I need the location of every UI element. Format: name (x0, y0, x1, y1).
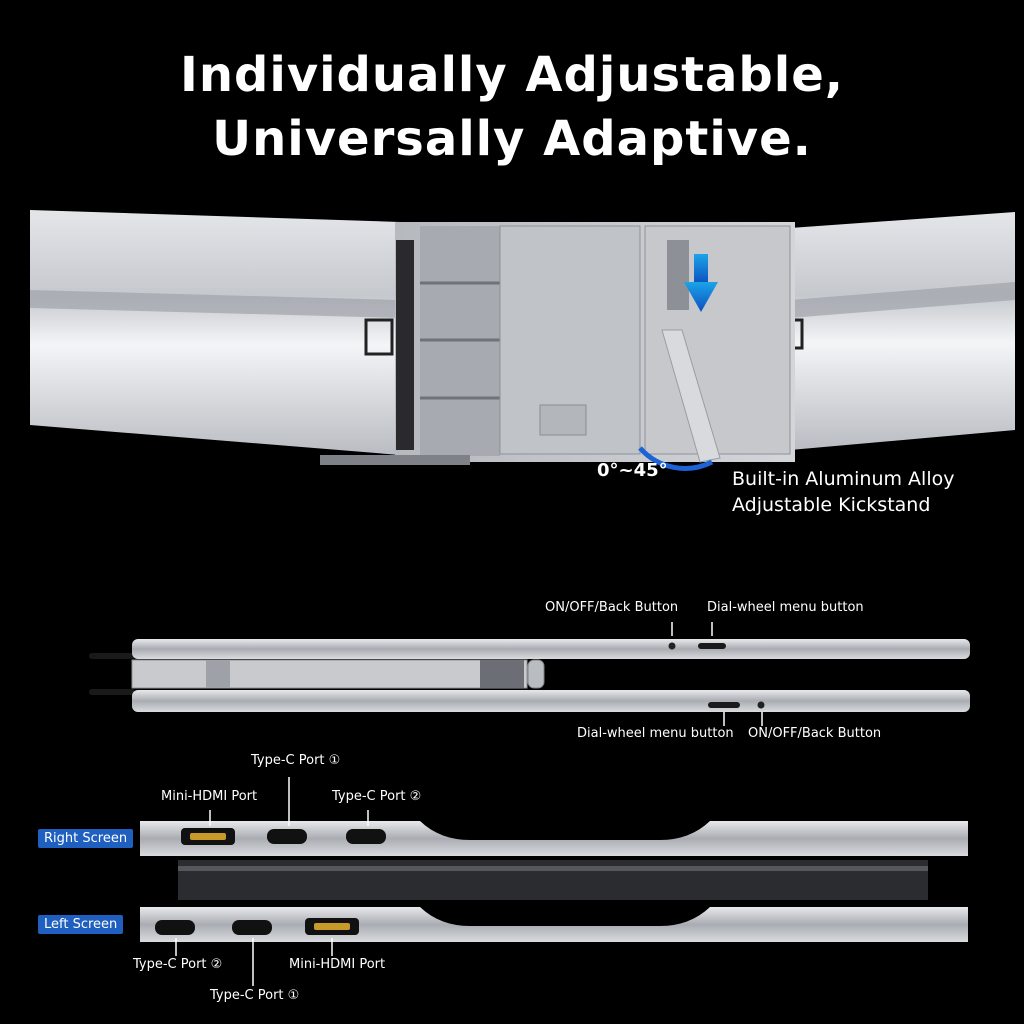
folded-stand-highlight (178, 866, 928, 871)
left-typec1-label: Type-C Port ① (210, 988, 300, 1003)
left-typec2-label: Type-C Port ② (133, 957, 223, 972)
right-typec1-label: Type-C Port ① (251, 753, 341, 768)
bottom-dial-wheel-label: Dial-wheel menu button (577, 726, 734, 741)
kickstand (638, 329, 721, 471)
down-arrow-icon (684, 254, 718, 312)
center-screen-back (320, 222, 795, 465)
kickstand-label-line-2: Adjustable Kickstand (732, 494, 931, 516)
right-screen-back (786, 212, 1015, 450)
kickstand-angle-label: 0°~45° (597, 460, 668, 481)
headline-line-1: Individually Adjustable, (179, 47, 845, 103)
right-screen-tag: Right Screen (38, 829, 134, 848)
kickstand-label-line-1: Built-in Aluminum Alloy (732, 468, 955, 490)
left-screen-back (30, 210, 400, 455)
left-hdmi-label: Mini-HDMI Port (289, 957, 386, 972)
bottom-power-button-label: ON/OFF/Back Button (748, 726, 882, 741)
left-screen-tag: Left Screen (38, 915, 124, 934)
right-hdmi-label: Mini-HDMI Port (161, 789, 258, 804)
right-screen-edge (140, 777, 968, 856)
left-screen-edge (140, 907, 968, 986)
headline-line-2: Universally Adaptive. (212, 111, 812, 167)
side-view (89, 622, 970, 726)
top-dial-wheel-label: Dial-wheel menu button (707, 600, 864, 615)
top-power-button-label: ON/OFF/Back Button (545, 600, 679, 615)
right-typec2-label: Type-C Port ② (332, 789, 422, 804)
